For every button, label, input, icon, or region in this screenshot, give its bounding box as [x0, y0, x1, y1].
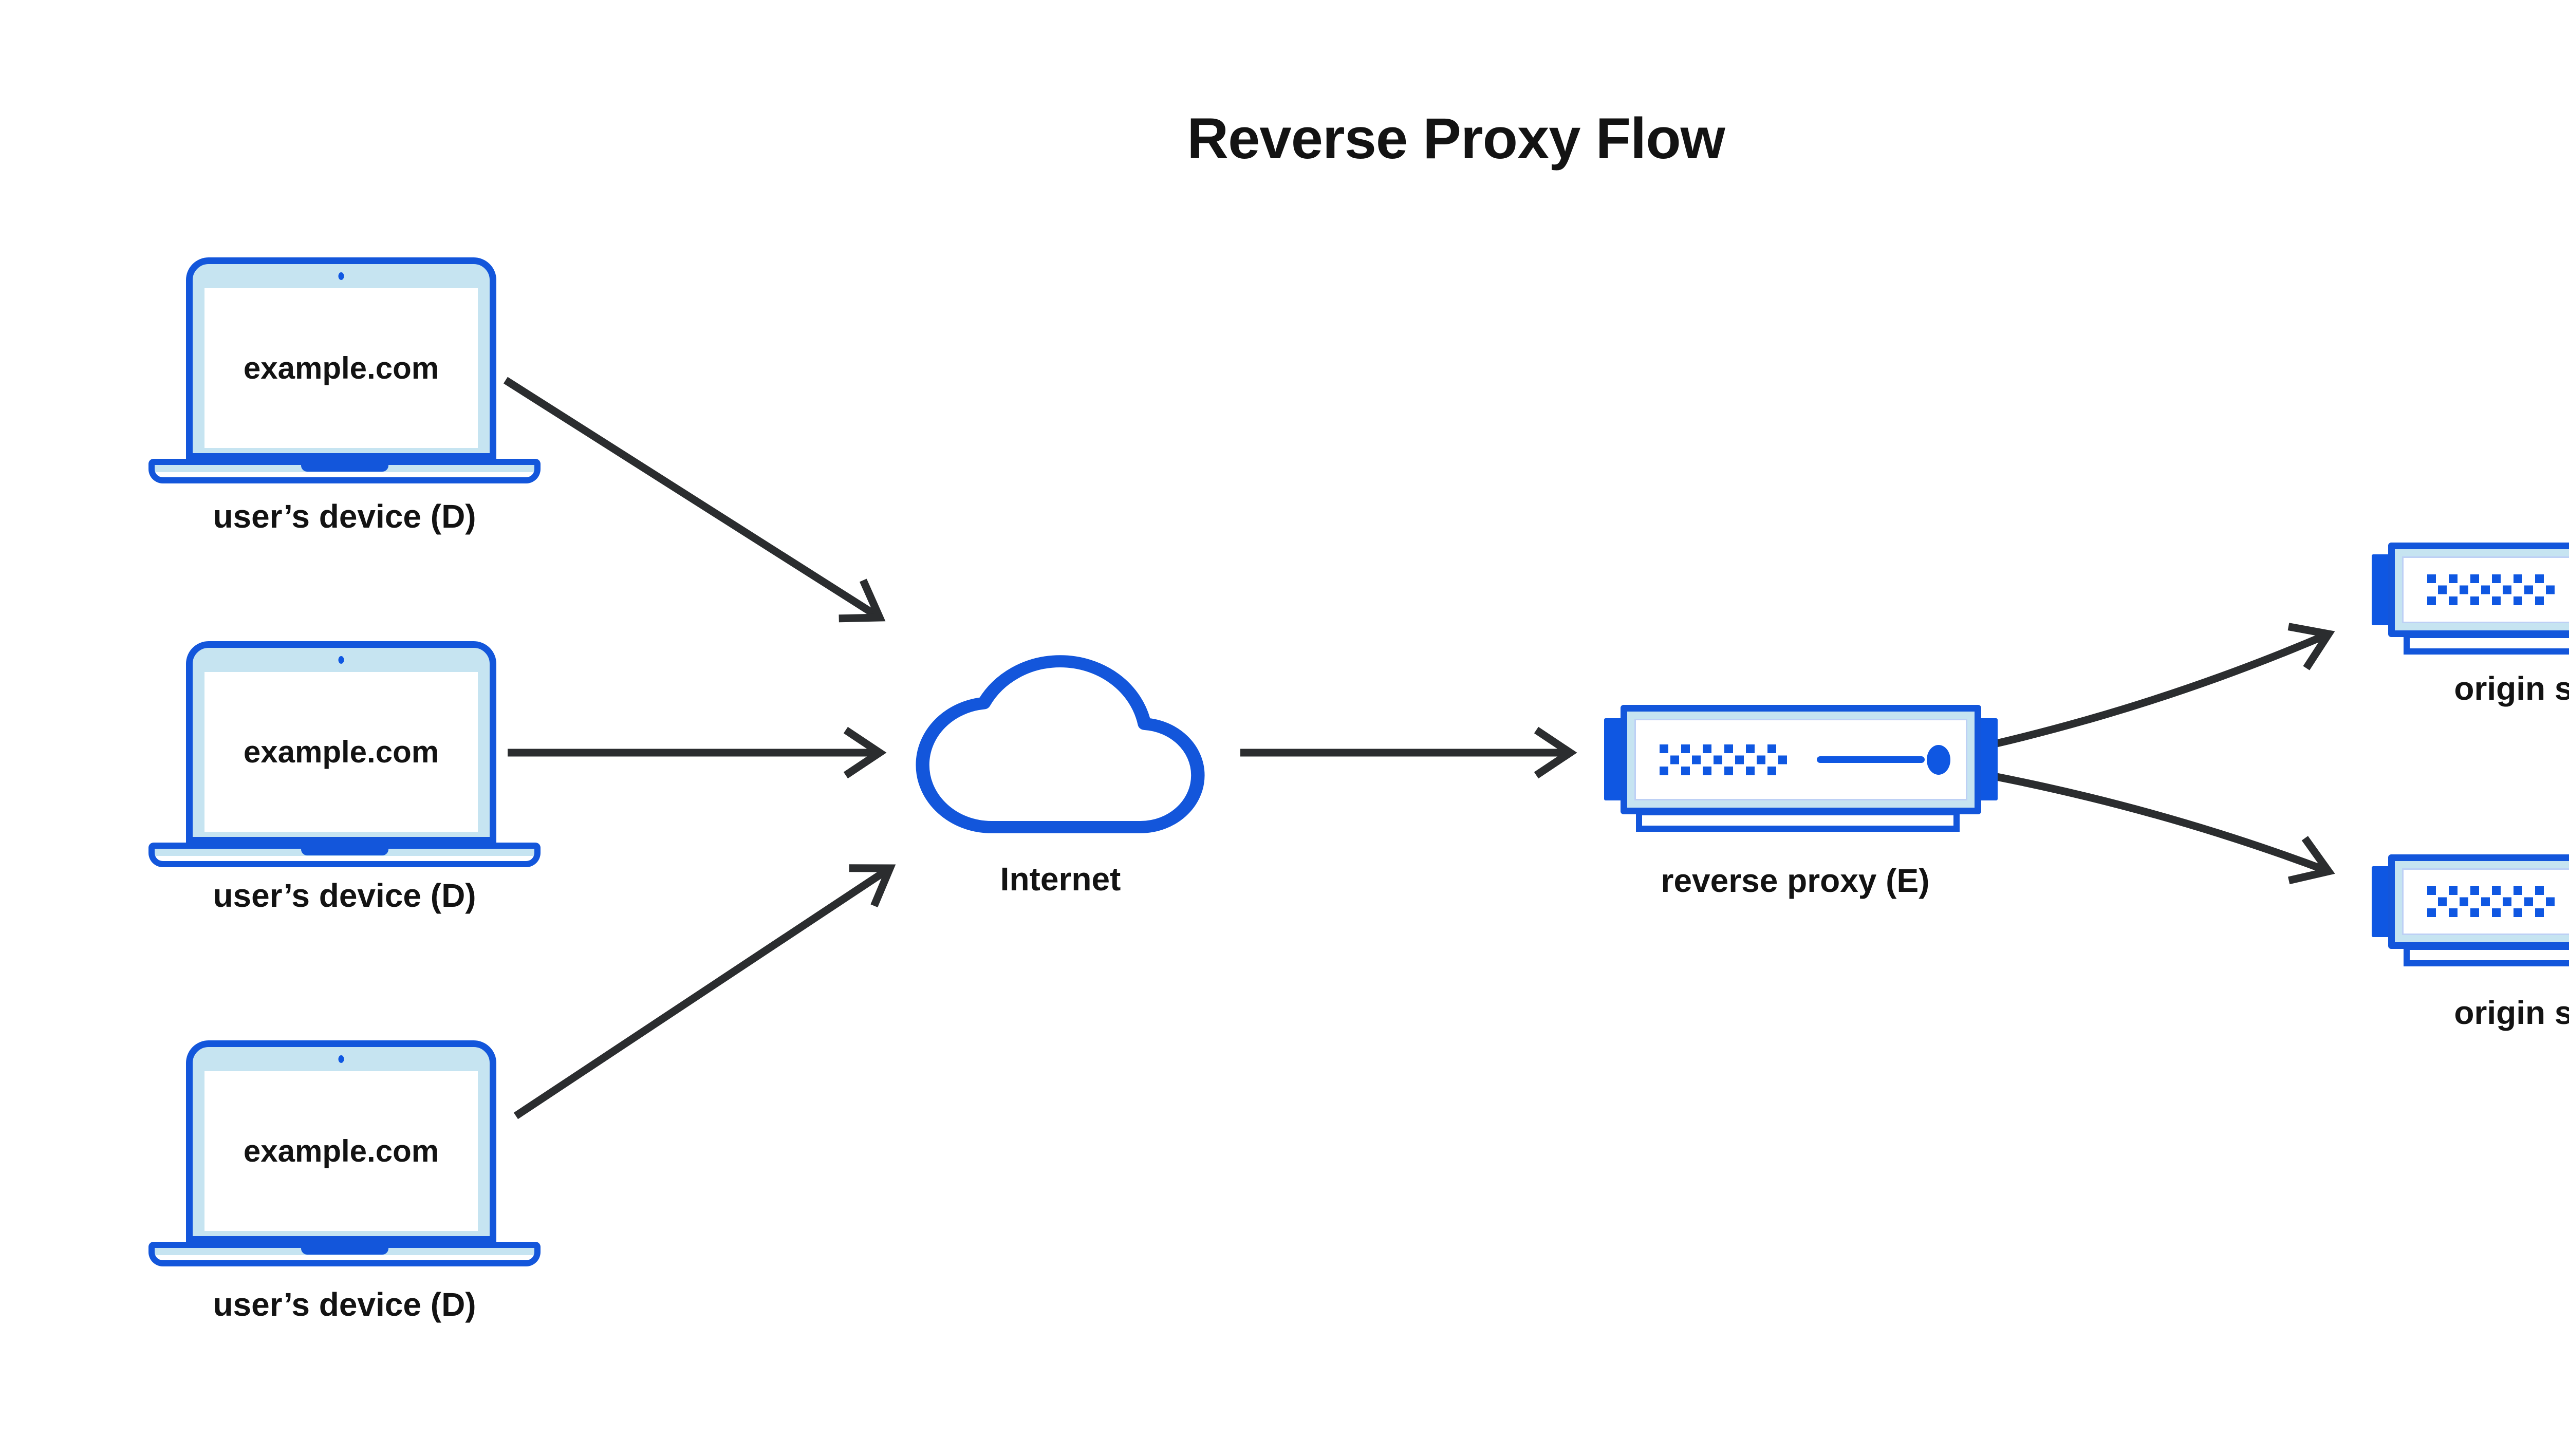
- origin-server-2-label: origin server (F): [2454, 994, 2569, 1031]
- device-screen-text: example.com: [243, 1134, 439, 1168]
- arrow-device1-to-internet: [503, 377, 886, 623]
- user-device-3-node: example.com: [148, 1040, 541, 1269]
- user-device-1-node: example.com: [148, 257, 541, 486]
- laptop-screen: example.com: [186, 641, 496, 844]
- server-vents-icon: [2427, 886, 2556, 917]
- device-screen-text: example.com: [243, 351, 439, 385]
- user-device-1-label: user’s device (D): [213, 498, 476, 535]
- origin-server-1-label: origin server (F): [2454, 670, 2569, 707]
- server-vents-icon: [2427, 574, 2556, 605]
- user-device-3-label: user’s device (D): [213, 1286, 476, 1323]
- user-device-2-label: user’s device (D): [213, 877, 476, 914]
- laptop-display: example.com: [204, 288, 478, 448]
- laptop-screen: example.com: [186, 257, 496, 460]
- server-chassis: [2388, 543, 2569, 637]
- page-title: Reverse Proxy Flow: [1187, 106, 1725, 171]
- server-front-panel: [1634, 719, 1967, 800]
- user-device-2-node: example.com: [148, 641, 541, 870]
- laptop-display: example.com: [204, 672, 478, 832]
- laptop-hinge-notch: [301, 848, 388, 855]
- server-chassis: [2388, 854, 2569, 949]
- server-slot-line-icon: [1817, 756, 1925, 763]
- laptop-camera-icon: [338, 656, 344, 664]
- cloud-icon: [916, 655, 1205, 833]
- laptop-camera-icon: [338, 272, 344, 280]
- arrow-proxy-to-origin1: [1996, 623, 2335, 748]
- server-vents-icon: [1660, 744, 1788, 775]
- server-chassis: [1621, 705, 1981, 814]
- server-power-dot-icon: [1927, 744, 1950, 775]
- laptop-display: example.com: [204, 1071, 478, 1231]
- server-front-panel: [2402, 556, 2569, 623]
- laptop-base: [148, 843, 541, 867]
- internet-node: [915, 654, 1206, 834]
- origin-server-1-node: [2372, 543, 2569, 655]
- reverse-proxy-label: reverse proxy (E): [1661, 862, 1930, 899]
- server-front-panel: [2402, 868, 2569, 935]
- laptop-screen: example.com: [186, 1040, 496, 1243]
- laptop-hinge-notch: [301, 464, 388, 472]
- reverse-proxy-node: [1604, 705, 1998, 832]
- internet-label: Internet: [1000, 861, 1121, 898]
- laptop-base: [148, 459, 541, 483]
- laptop-camera-icon: [338, 1055, 344, 1063]
- origin-server-2-node: [2372, 854, 2569, 966]
- laptop-hinge-notch: [301, 1247, 388, 1255]
- arrow-device3-to-internet: [513, 864, 896, 1119]
- device-screen-text: example.com: [243, 735, 439, 769]
- laptop-base: [148, 1242, 541, 1266]
- arrow-proxy-to-origin2: [1996, 773, 2335, 885]
